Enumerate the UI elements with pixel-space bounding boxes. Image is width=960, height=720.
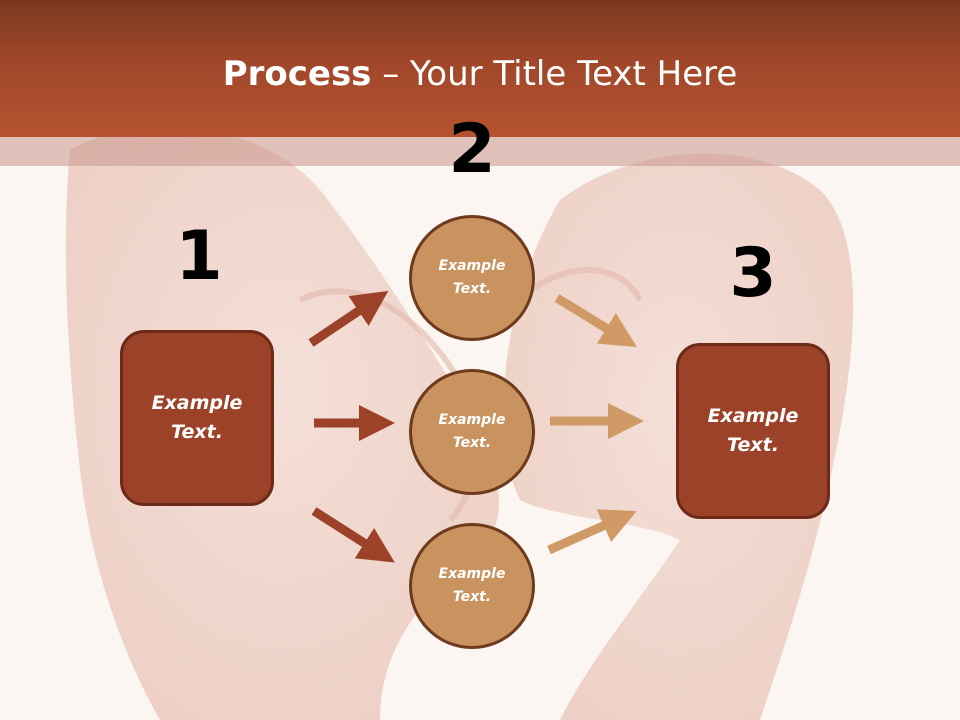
step-1-box: Example Text.: [120, 330, 274, 506]
step-1-box-line1: Example: [151, 392, 243, 414]
circle-bottom-line1: Example: [438, 566, 506, 582]
slide-title: Process – Your Title Text Here: [0, 52, 960, 96]
arrow-left-to-top: [308, 290, 389, 347]
step-2-circle-top: Example Text.: [409, 215, 535, 341]
step-3-box-line2: Text.: [727, 434, 779, 456]
step-2-circle-bottom: Example Text.: [409, 523, 535, 649]
step-3-box-line1: Example: [707, 405, 799, 427]
step-number-3: 3: [729, 234, 777, 313]
step-2-circle-middle: Example Text.: [409, 369, 535, 495]
circle-middle-line2: Text.: [452, 435, 492, 451]
step-1-box-line2: Text.: [171, 421, 223, 443]
step-3-box: Example Text.: [676, 343, 830, 519]
circle-top-line1: Example: [438, 258, 506, 274]
step-number-1: 1: [175, 217, 223, 296]
banner-accent-strip: [0, 137, 960, 166]
arrow-top-to-right: [554, 294, 638, 348]
arrow-bottom-to-right: [547, 509, 637, 555]
arrow-left-to-bottom: [311, 507, 395, 563]
circle-bottom-line2: Text.: [452, 589, 492, 605]
circle-middle-line1: Example: [438, 412, 506, 428]
step-number-2: 2: [448, 110, 496, 189]
title-banner: [0, 0, 960, 137]
title-bold: Process: [222, 54, 372, 94]
title-rest: – Your Title Text Here: [371, 54, 738, 94]
circle-top-line2: Text.: [452, 281, 492, 297]
